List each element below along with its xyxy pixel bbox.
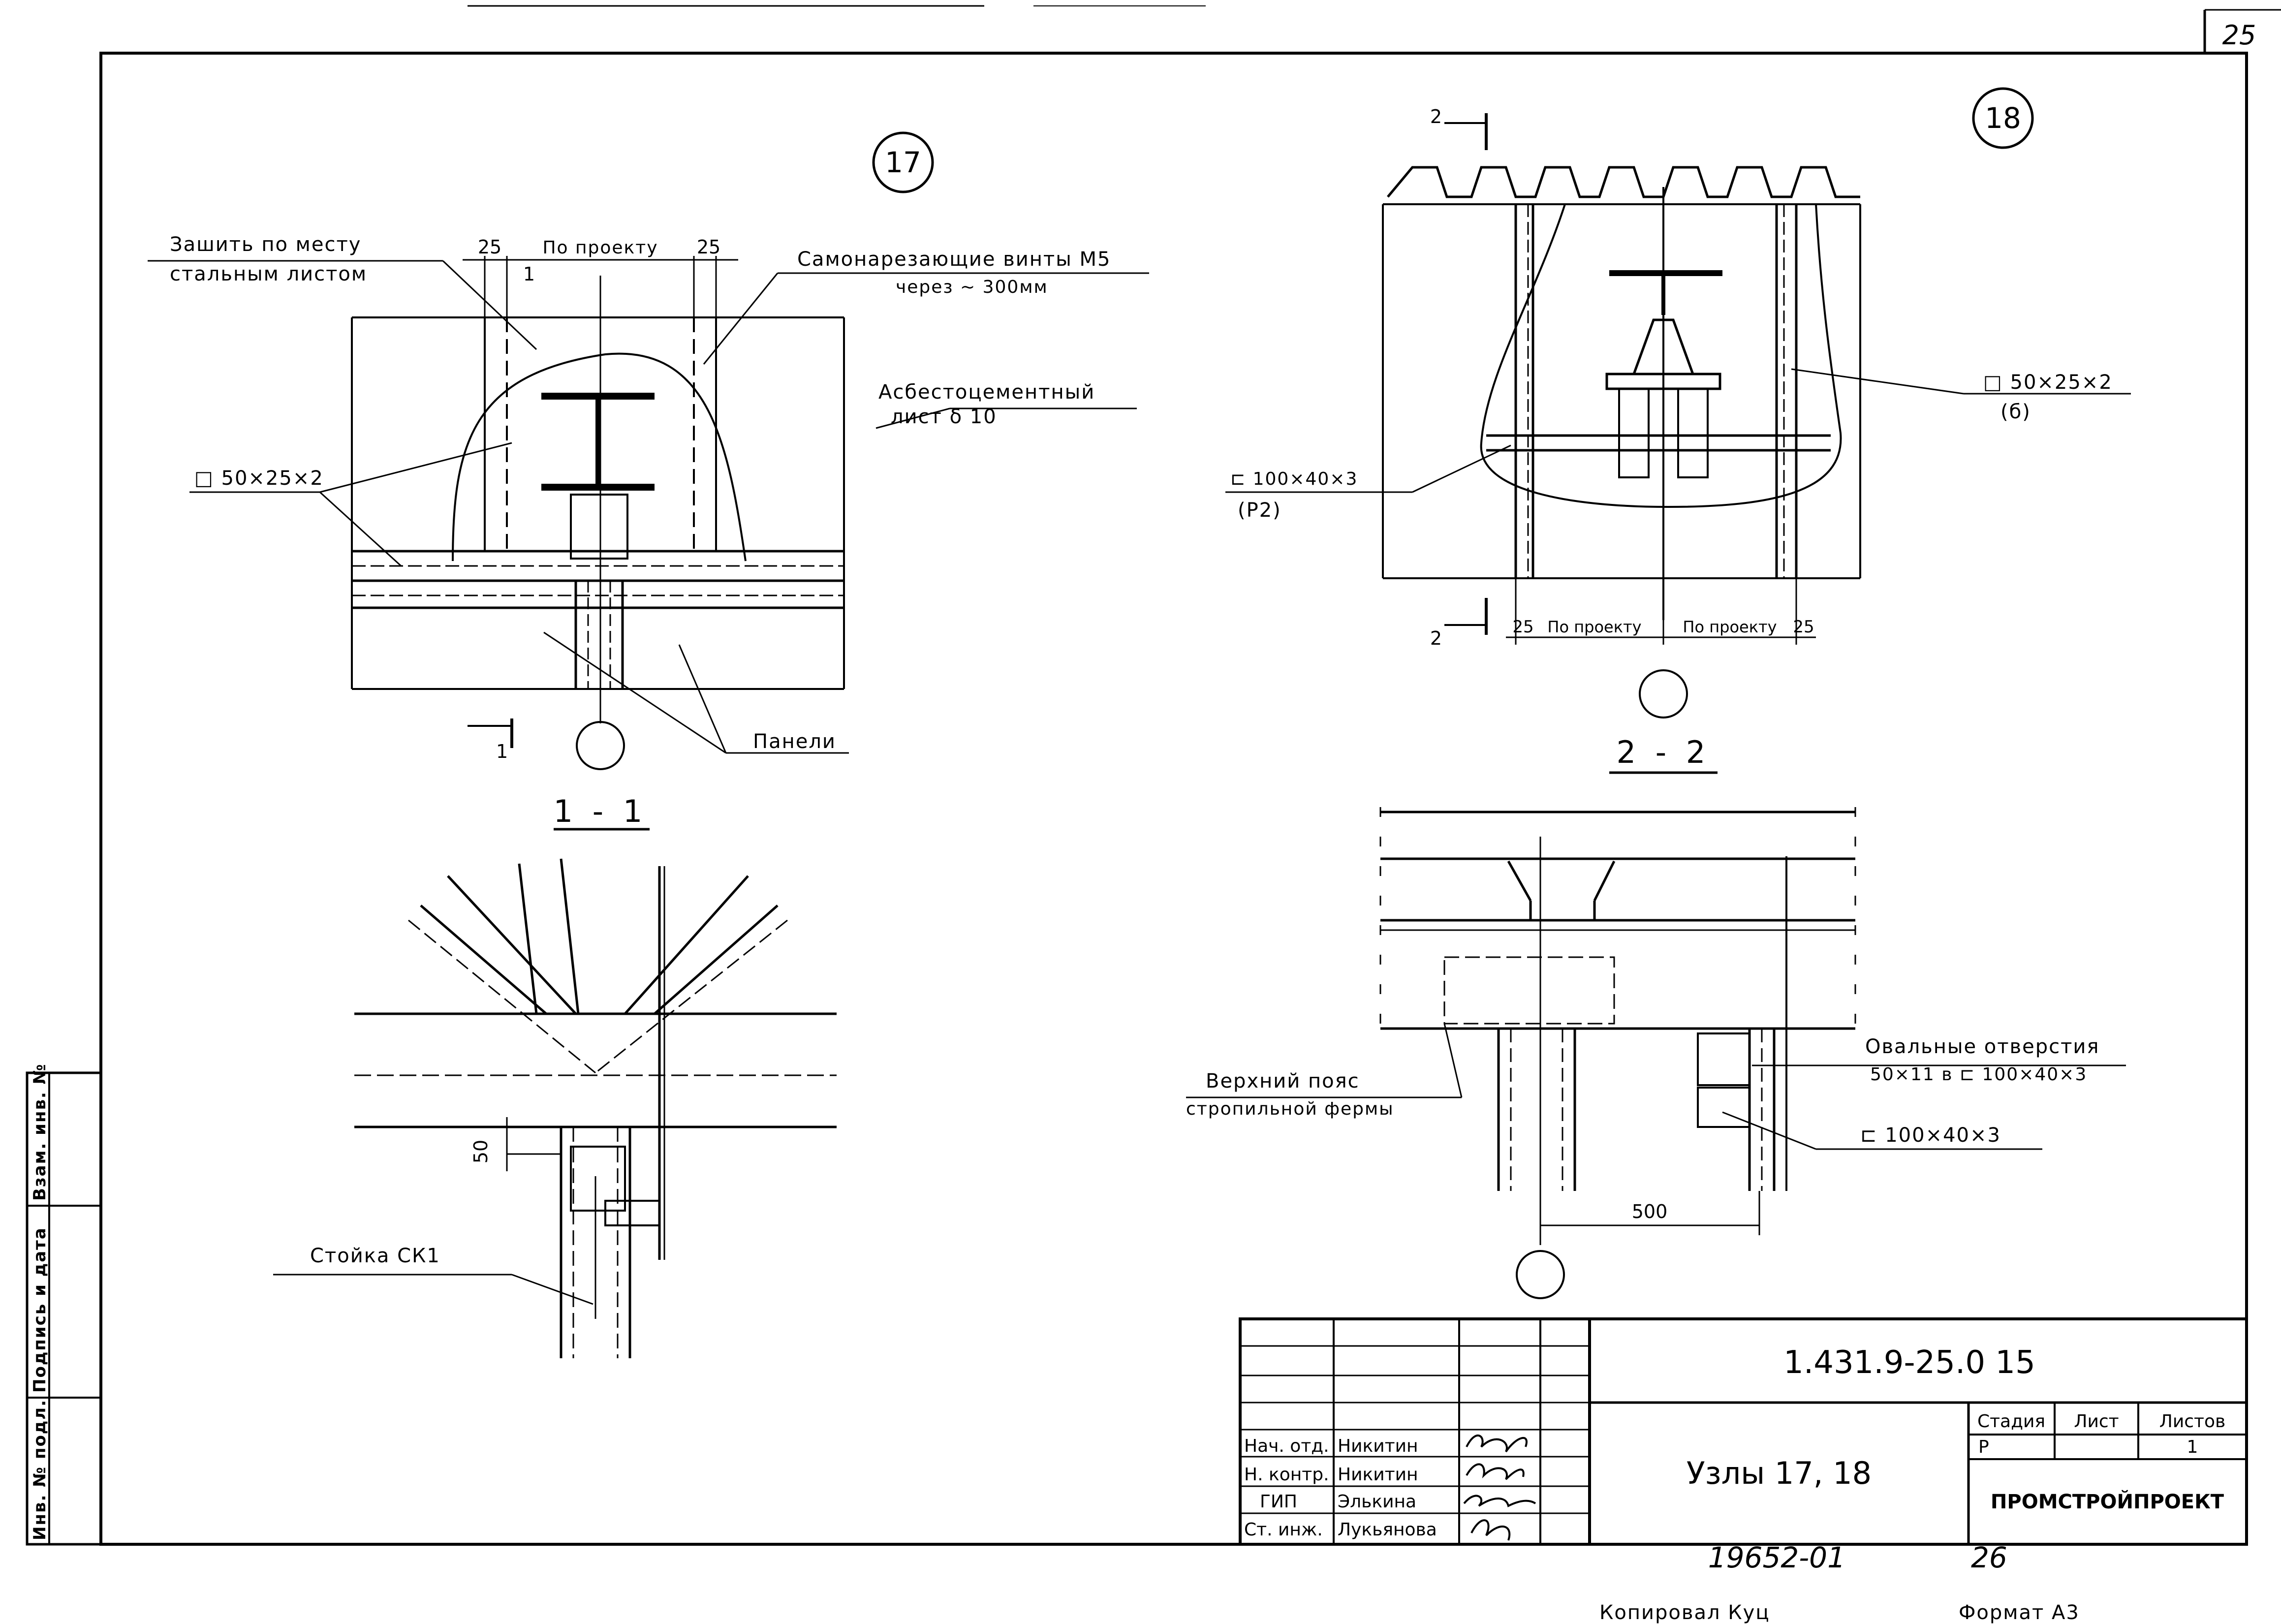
channel-label-18-line2: (Р2) <box>1238 499 1281 522</box>
asbestos-sheet-line2: лист δ 10 <box>891 406 997 428</box>
asbestos-sheet-line1: Асбестоцементный <box>878 381 1095 404</box>
cut-mark-2-top: 2 <box>1430 106 1442 127</box>
dim-500: 500 <box>1632 1201 1668 1222</box>
dim-right-25: 25 <box>697 236 720 258</box>
row1-name: Никитин <box>1338 1436 1418 1456</box>
side-replaced-inv: Взам. инв. № <box>30 1063 50 1201</box>
cut-mark-2-bottom: 2 <box>1430 627 1442 649</box>
sheets-header: Листов <box>2159 1411 2225 1432</box>
tube-label-17: □ 50×25×2 <box>194 467 324 490</box>
doc-code: 1.431.9-25.0 15 <box>1783 1344 2035 1381</box>
node-17-drawing: 17 <box>148 131 1149 770</box>
channel-label-18-line1: ⊏ 100×40×3 <box>1230 469 1358 489</box>
section-1-1-title: 1 - 1 <box>554 793 648 829</box>
format: Формат А3 <box>1959 1601 2080 1624</box>
tube-label-18-line1: □ 50×25×2 <box>1983 371 2113 394</box>
channel-label-22: ⊏ 100×40×3 <box>1860 1124 2001 1147</box>
sew-note-line1: Зашить по месту <box>170 233 361 256</box>
panels-label: Панели <box>753 730 836 753</box>
sheets-value: 1 <box>2187 1437 2198 1457</box>
dim-18-design-2: По проекту <box>1683 618 1777 636</box>
side-inv-no: Инв. № подл. <box>30 1399 50 1540</box>
row1-role: Нач. отд. <box>1244 1436 1329 1456</box>
page-number: 26 <box>1971 1541 2007 1574</box>
tube-label-18-line2: (б) <box>2000 401 2031 423</box>
top-chord-line2: стропильной фермы <box>1186 1099 1394 1119</box>
stage-header: Стадия <box>1977 1411 2045 1432</box>
row4-role: Ст. инж. <box>1244 1520 1323 1540</box>
sheet-frame <box>99 5 2281 1546</box>
side-stamp <box>26 846 102 1546</box>
organization: ПРОМСТРОЙПРОЕКТ <box>1991 1490 2224 1513</box>
top-chord-line1: Верхний пояс <box>1206 1070 1360 1093</box>
node-18-drawing: 18 <box>1225 87 2131 718</box>
oval-holes-line1: Овальные отверстия <box>1865 1035 2099 1058</box>
screws-line1: Самонарезающие винты М5 <box>797 248 1111 271</box>
handwritten-signatures <box>1463 1434 1536 1541</box>
post-label: Стойка СК1 <box>310 1245 440 1267</box>
sew-note-line2: стальным листом <box>170 263 367 285</box>
oval-holes-line2: 50×11 в ⊏ 100×40×3 <box>1870 1064 2087 1085</box>
node-17-mark: 17 <box>885 146 921 179</box>
row2-role: Н. контр. <box>1244 1465 1329 1485</box>
row3-name: Элькина <box>1338 1492 1416 1512</box>
row4-name: Лукьянова <box>1338 1520 1437 1540</box>
dim-small-1: 1 <box>523 263 535 285</box>
dim-50: 50 <box>470 1140 492 1163</box>
inventory-number: 19652-01 <box>1708 1541 1845 1574</box>
dim-18-design-1: По проекту <box>1547 618 1641 636</box>
section-2-2-drawing <box>1186 771 2126 1299</box>
cut-mark-1: 1 <box>496 741 508 762</box>
copied-by: Копировал Куц <box>1599 1601 1770 1624</box>
screws-line2: через ~ 300мм <box>896 277 1048 297</box>
dim-18-left-25: 25 <box>1512 617 1533 637</box>
node-18-mark: 18 <box>1985 101 2021 135</box>
side-signature-date: Подпись и дата <box>30 1227 50 1393</box>
drawing-title: Узлы 17, 18 <box>1687 1455 1872 1491</box>
sheet-number: 25 <box>2222 20 2256 51</box>
stage-value: Р <box>1978 1437 1989 1457</box>
dim-design: По проекту <box>542 238 658 258</box>
section-1-1-drawing <box>273 828 837 1358</box>
sheet-header: Лист <box>2074 1411 2119 1432</box>
section-2-2-title: 2 - 2 <box>1617 734 1711 770</box>
dim-18-right-25: 25 <box>1793 617 1814 637</box>
dim-left-25: 25 <box>478 236 501 258</box>
title-block <box>1239 1317 2248 1546</box>
row2-name: Никитин <box>1338 1465 1418 1485</box>
row3-role: ГИП <box>1260 1492 1297 1512</box>
